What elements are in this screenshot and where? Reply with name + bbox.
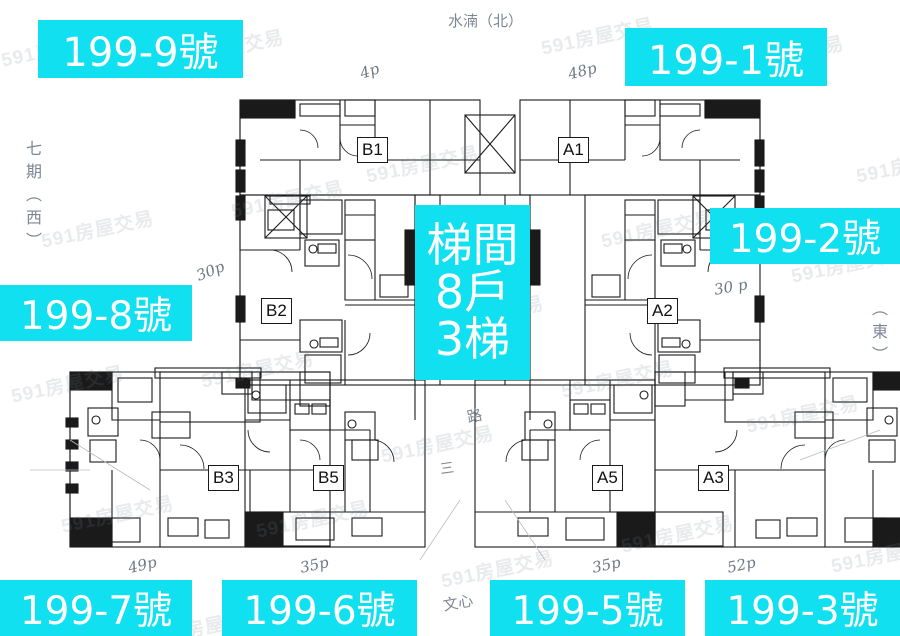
address-label-199-3: 199-3號 [705,580,900,636]
unit-code-b1: B1 [357,137,388,163]
unit-code-b2: B2 [261,298,292,324]
unit-code-b5: B5 [313,465,344,491]
address-label-199-6: 199-6號 [222,580,417,636]
unit-code-a3: A3 [698,465,729,491]
address-label-199-2: 199-2號 [710,208,900,264]
stairwell-line-2: 8戶 [434,265,511,320]
address-label-199-1: 199-1號 [625,28,827,86]
unit-code-a2: A2 [647,298,678,324]
address-label-199-7: 199-7號 [0,580,192,636]
address-label-199-9: 199-9號 [38,20,243,78]
address-label-199-8: 199-8號 [0,285,192,341]
pencil-annotation: 水湳（北） [448,12,524,30]
unit-code-a5: A5 [592,465,623,491]
pencil-annotation: 七期（西） [23,140,42,255]
unit-code-b3: B3 [208,465,239,491]
stairwell-line-1: 梯間 [426,218,519,273]
pencil-annotation: 三 [439,460,456,478]
stairwell-info-label: 梯間 8戶 3梯 [415,205,530,380]
unit-code-a1: A1 [558,137,589,163]
stairwell-line-3: 3梯 [434,311,511,366]
address-label-199-5: 199-5號 [490,580,685,636]
pencil-annotation: （東） [869,300,888,369]
